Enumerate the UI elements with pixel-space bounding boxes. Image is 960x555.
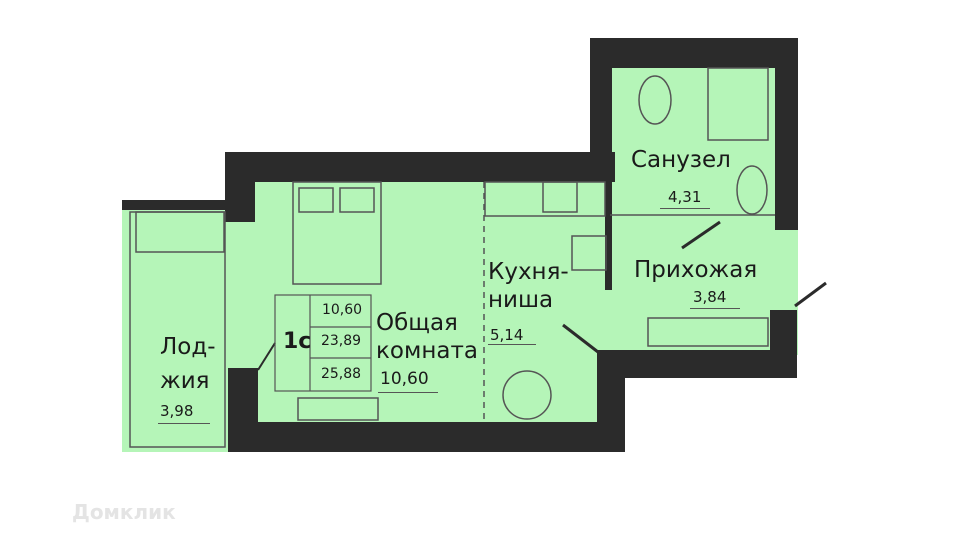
- living-area-cell: 10,60: [321, 302, 363, 318]
- loggia-label-2: жия: [160, 368, 210, 394]
- kitchen-area: 5,14: [490, 326, 524, 344]
- kitchen-label-2: ниша: [488, 287, 554, 313]
- kitchen-label-1: Кухня-: [488, 259, 569, 285]
- living-area: 10,60: [380, 369, 429, 389]
- watermark: Домклик: [72, 500, 176, 524]
- loggia-area: 3,98: [160, 402, 194, 420]
- bathroom-label: Санузел: [631, 147, 731, 173]
- total-with-loggia-cell: 25,88: [320, 366, 362, 382]
- bathroom-area: 4,31: [668, 188, 702, 206]
- total-area-cell: 23,89: [320, 333, 362, 349]
- furniture: [129, 67, 775, 448]
- hallway-label: Прихожая: [634, 257, 758, 283]
- living-label-2: комната: [376, 338, 478, 364]
- loggia-label-1: Лод-: [160, 334, 216, 360]
- walls: [122, 38, 798, 452]
- hallway-area: 3,84: [693, 288, 727, 306]
- summary-table: [274, 294, 372, 392]
- living-label-1: Общая: [376, 310, 458, 336]
- apartment-type: 1с: [283, 329, 312, 354]
